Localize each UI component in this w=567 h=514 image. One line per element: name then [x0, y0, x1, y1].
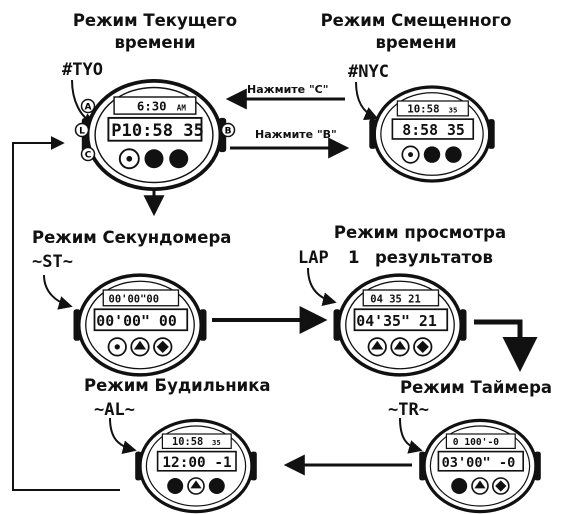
- button-c-label: C: [85, 151, 92, 161]
- title-recall-line1: Режим просмотра: [333, 223, 507, 242]
- code-nyc-text: NYC: [358, 62, 389, 82]
- code-al: ~AL~: [94, 402, 135, 419]
- pointer-st: [43, 274, 73, 310]
- lcd-top-shifted: 10:58: [407, 103, 439, 116]
- tilde-icon: ~: [94, 400, 105, 420]
- pointer-lap: [307, 267, 337, 307]
- title-recall: Режим просмотра: [320, 223, 520, 242]
- code-al-text: AL: [104, 400, 125, 420]
- subdials-shifted: [401, 145, 462, 164]
- lcd-top-alarm: 10:58: [172, 436, 203, 448]
- code-lap: LAP: [298, 248, 329, 268]
- label-press-b: Нажмите "B": [255, 128, 337, 141]
- code-st: ~ST~: [32, 254, 73, 271]
- title-current-time-line1: Режим Текущего: [72, 11, 238, 30]
- label-press-c: Нажмите "C": [247, 83, 329, 96]
- title-shifted-time-line1: Режим Смещенного: [320, 11, 512, 30]
- button-a-icon[interactable]: A: [80, 98, 96, 114]
- tilde-icon: ~: [62, 252, 73, 272]
- lcd-top-small-shifted: 35: [449, 106, 458, 115]
- watch-timer: 0 100'-0 03'00" -0: [419, 418, 541, 514]
- code-tr-text: TR: [398, 400, 419, 420]
- title-current-time: Режим Текущего времени: [40, 11, 270, 52]
- lcd-main-shifted: 8:58 35: [402, 121, 465, 139]
- watch-recall: 04 35 21 04'35" 21: [333, 273, 467, 377]
- code-tr: ~TR~: [388, 402, 429, 419]
- title-recall-line2: результатов: [375, 248, 493, 267]
- button-l-label: L: [79, 127, 85, 137]
- code-nyc: #NYC: [348, 64, 389, 81]
- subdials-alarm: [167, 477, 225, 495]
- button-b-label: B: [225, 127, 232, 137]
- code-st-text: ST: [42, 252, 63, 272]
- title-timer: Режим Таймера: [400, 378, 553, 397]
- lcd-main-current: P10:58 35: [111, 121, 204, 141]
- title-shifted-time-line2: времени: [375, 32, 457, 52]
- button-a-label: A: [85, 103, 92, 113]
- button-c-icon[interactable]: C: [80, 146, 96, 162]
- subdials-timer: [451, 477, 510, 495]
- lcd-main-timer: 03'00" -0: [442, 455, 516, 471]
- tilde-icon: ~: [388, 400, 399, 420]
- hash-icon: #: [62, 60, 73, 80]
- subdials-current: [118, 148, 189, 170]
- lcd-top-recall: 04 35 21: [370, 293, 421, 305]
- pointer-tr: [399, 417, 423, 454]
- button-b-icon[interactable]: B: [220, 122, 236, 138]
- title-shifted-time: Режим Смещенного времени: [296, 11, 536, 52]
- pointer-al: [109, 417, 137, 455]
- code-tyo: #TYO: [62, 62, 103, 79]
- lcd-top-small-current: AM: [177, 103, 187, 112]
- tilde-icon: ~: [124, 400, 135, 420]
- watch-stopwatch: 00'00"00 00'00" 00: [73, 273, 207, 377]
- arrow-loop-back: [12, 136, 120, 491]
- button-l-icon[interactable]: L: [74, 122, 90, 138]
- watch-alarm: 10:58 35 12:00 -1: [135, 418, 257, 514]
- lcd-main-recall: 04'35" 21: [356, 312, 437, 330]
- tilde-icon: ~: [32, 252, 43, 272]
- lcd-main-alarm: 12:00 -1: [162, 455, 231, 471]
- arrow-to-timer: [474, 319, 538, 372]
- pointer-nyc: [355, 81, 379, 121]
- title-stopwatch: Режим Секундомера: [32, 228, 232, 247]
- lcd-top-timer: 0 100'-0: [453, 437, 499, 448]
- code-tyo-text: TYO: [72, 60, 103, 80]
- title-alarm: Режим Будильника: [84, 376, 271, 395]
- lcd-top-small-alarm: 35: [212, 438, 221, 447]
- watch-shifted-time: 10:58 35 8:58 35: [369, 85, 495, 183]
- watch-current-time: 6:30 AM P10:58 35: [81, 78, 227, 192]
- title-current-time-line2: времени: [114, 32, 196, 52]
- lcd-top-stopwatch: 00'00"00: [109, 293, 160, 305]
- recall-lap-number: 1: [348, 248, 360, 267]
- tilde-icon: ~: [418, 400, 429, 420]
- hash-icon: #: [348, 62, 359, 82]
- subdials-stopwatch: [107, 337, 173, 357]
- lcd-main-stopwatch: 00'00" 00: [96, 312, 177, 330]
- lcd-top-current: 6:30: [137, 99, 167, 113]
- subdials-recall: [367, 337, 433, 357]
